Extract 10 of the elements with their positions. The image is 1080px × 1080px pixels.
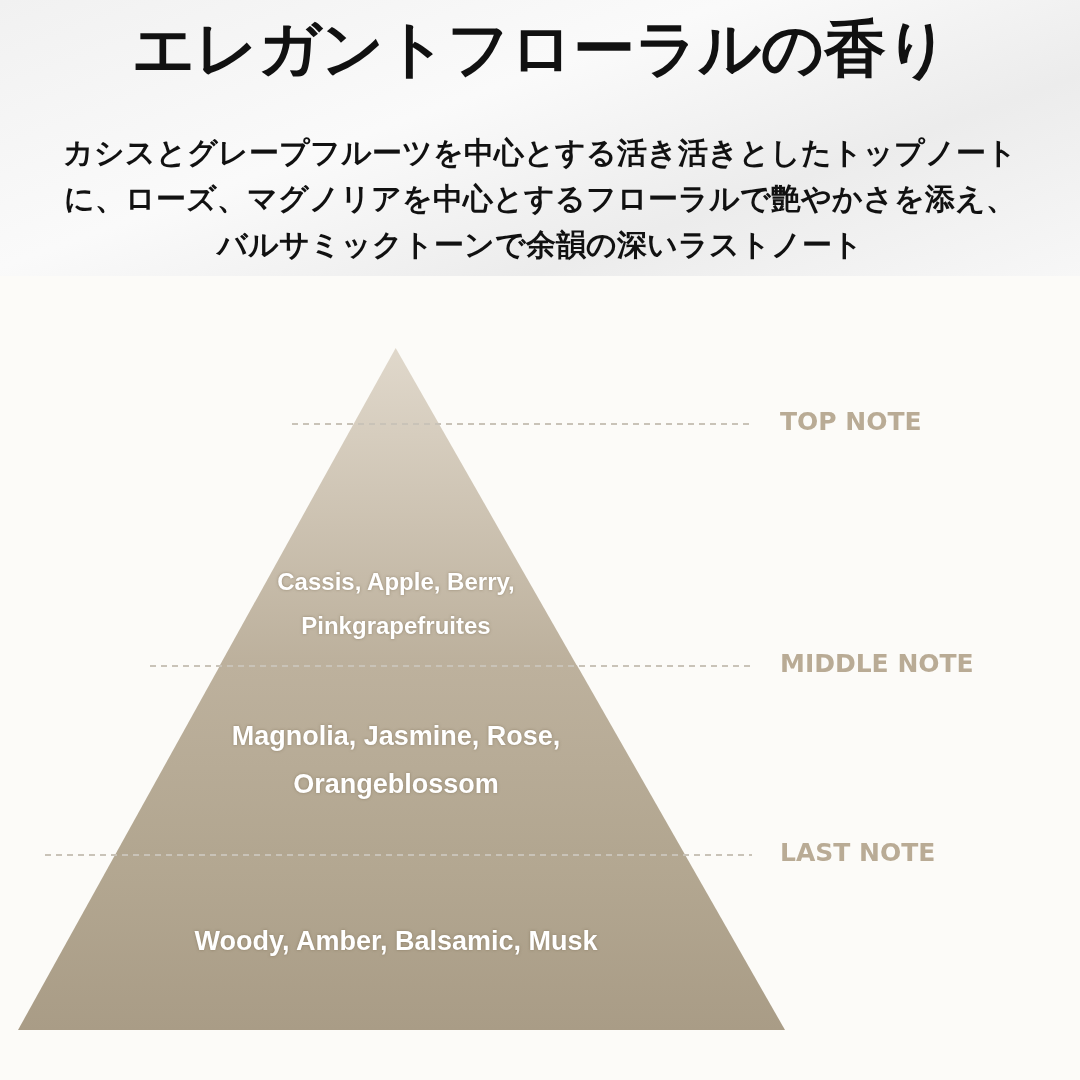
pyramid-tier bbox=[115, 665, 686, 855]
note-ingredients: Cassis, Apple, Berry, Pinkgrapefruites bbox=[276, 567, 516, 641]
note-ingredients: Magnolia, Jasmine, Rose, Orangeblossom bbox=[230, 720, 562, 801]
note-level-label: MIDDLE NOTE bbox=[780, 649, 974, 678]
description-text: カシスとグレープフルーツを中心とする活き活きとしたトップノートに、ローズ、マグノリアを中心とするフローラルで艶やかさを添え、バルサミックトーンで余韻の深いラストノート bbox=[62, 134, 1018, 264]
note-ingredients: Woody, Amber, Balsamic, Musk bbox=[193, 925, 599, 958]
note-level-label: LAST NOTE bbox=[780, 838, 936, 867]
pyramid-tier bbox=[220, 348, 577, 665]
note-level-label: TOP NOTE bbox=[780, 407, 922, 436]
title: エレガントフローラルの香り bbox=[130, 12, 950, 87]
